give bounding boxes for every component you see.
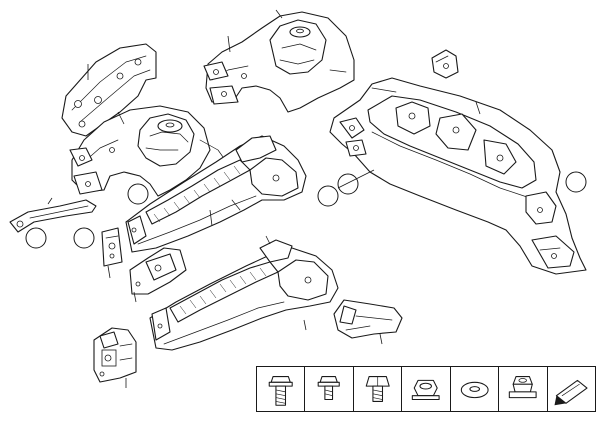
washer-icon [460, 381, 489, 399]
front-plate[interactable] [93, 327, 137, 388]
rear-bracket[interactable] [333, 299, 403, 345]
arrow-icon [554, 379, 588, 406]
right-engine-support[interactable] [149, 235, 339, 351]
legend-collar-nut[interactable] [499, 367, 548, 411]
fastener-legend [256, 366, 596, 412]
legend-hex-bolt-short[interactable] [354, 367, 403, 411]
callout-circles [25, 169, 587, 249]
upper-bracket[interactable] [61, 43, 157, 137]
legend-washer[interactable] [451, 367, 500, 411]
short-bolt-icon [365, 376, 390, 402]
tie-rod-bracket[interactable] [9, 197, 97, 233]
legend-hex-nut[interactable] [402, 367, 451, 411]
legend-direction-arrow[interactable] [548, 367, 595, 411]
hex-bolt-icon [268, 376, 293, 406]
legend-hex-bolt-long[interactable] [257, 367, 306, 411]
front-axle-carrier[interactable] [329, 77, 587, 275]
right-wheel-arch[interactable] [203, 9, 355, 113]
console-bracket[interactable] [129, 247, 187, 303]
small-bracket-top[interactable] [431, 49, 459, 79]
left-wheel-arch[interactable] [69, 105, 229, 197]
hex-nut-icon [412, 379, 440, 401]
legend-hex-bolt-flange[interactable] [305, 367, 354, 411]
left-engine-support[interactable] [125, 135, 307, 253]
flange-bolt-icon [318, 376, 341, 401]
collar-nut-icon [508, 376, 537, 399]
mount-plate-left[interactable] [101, 227, 123, 279]
